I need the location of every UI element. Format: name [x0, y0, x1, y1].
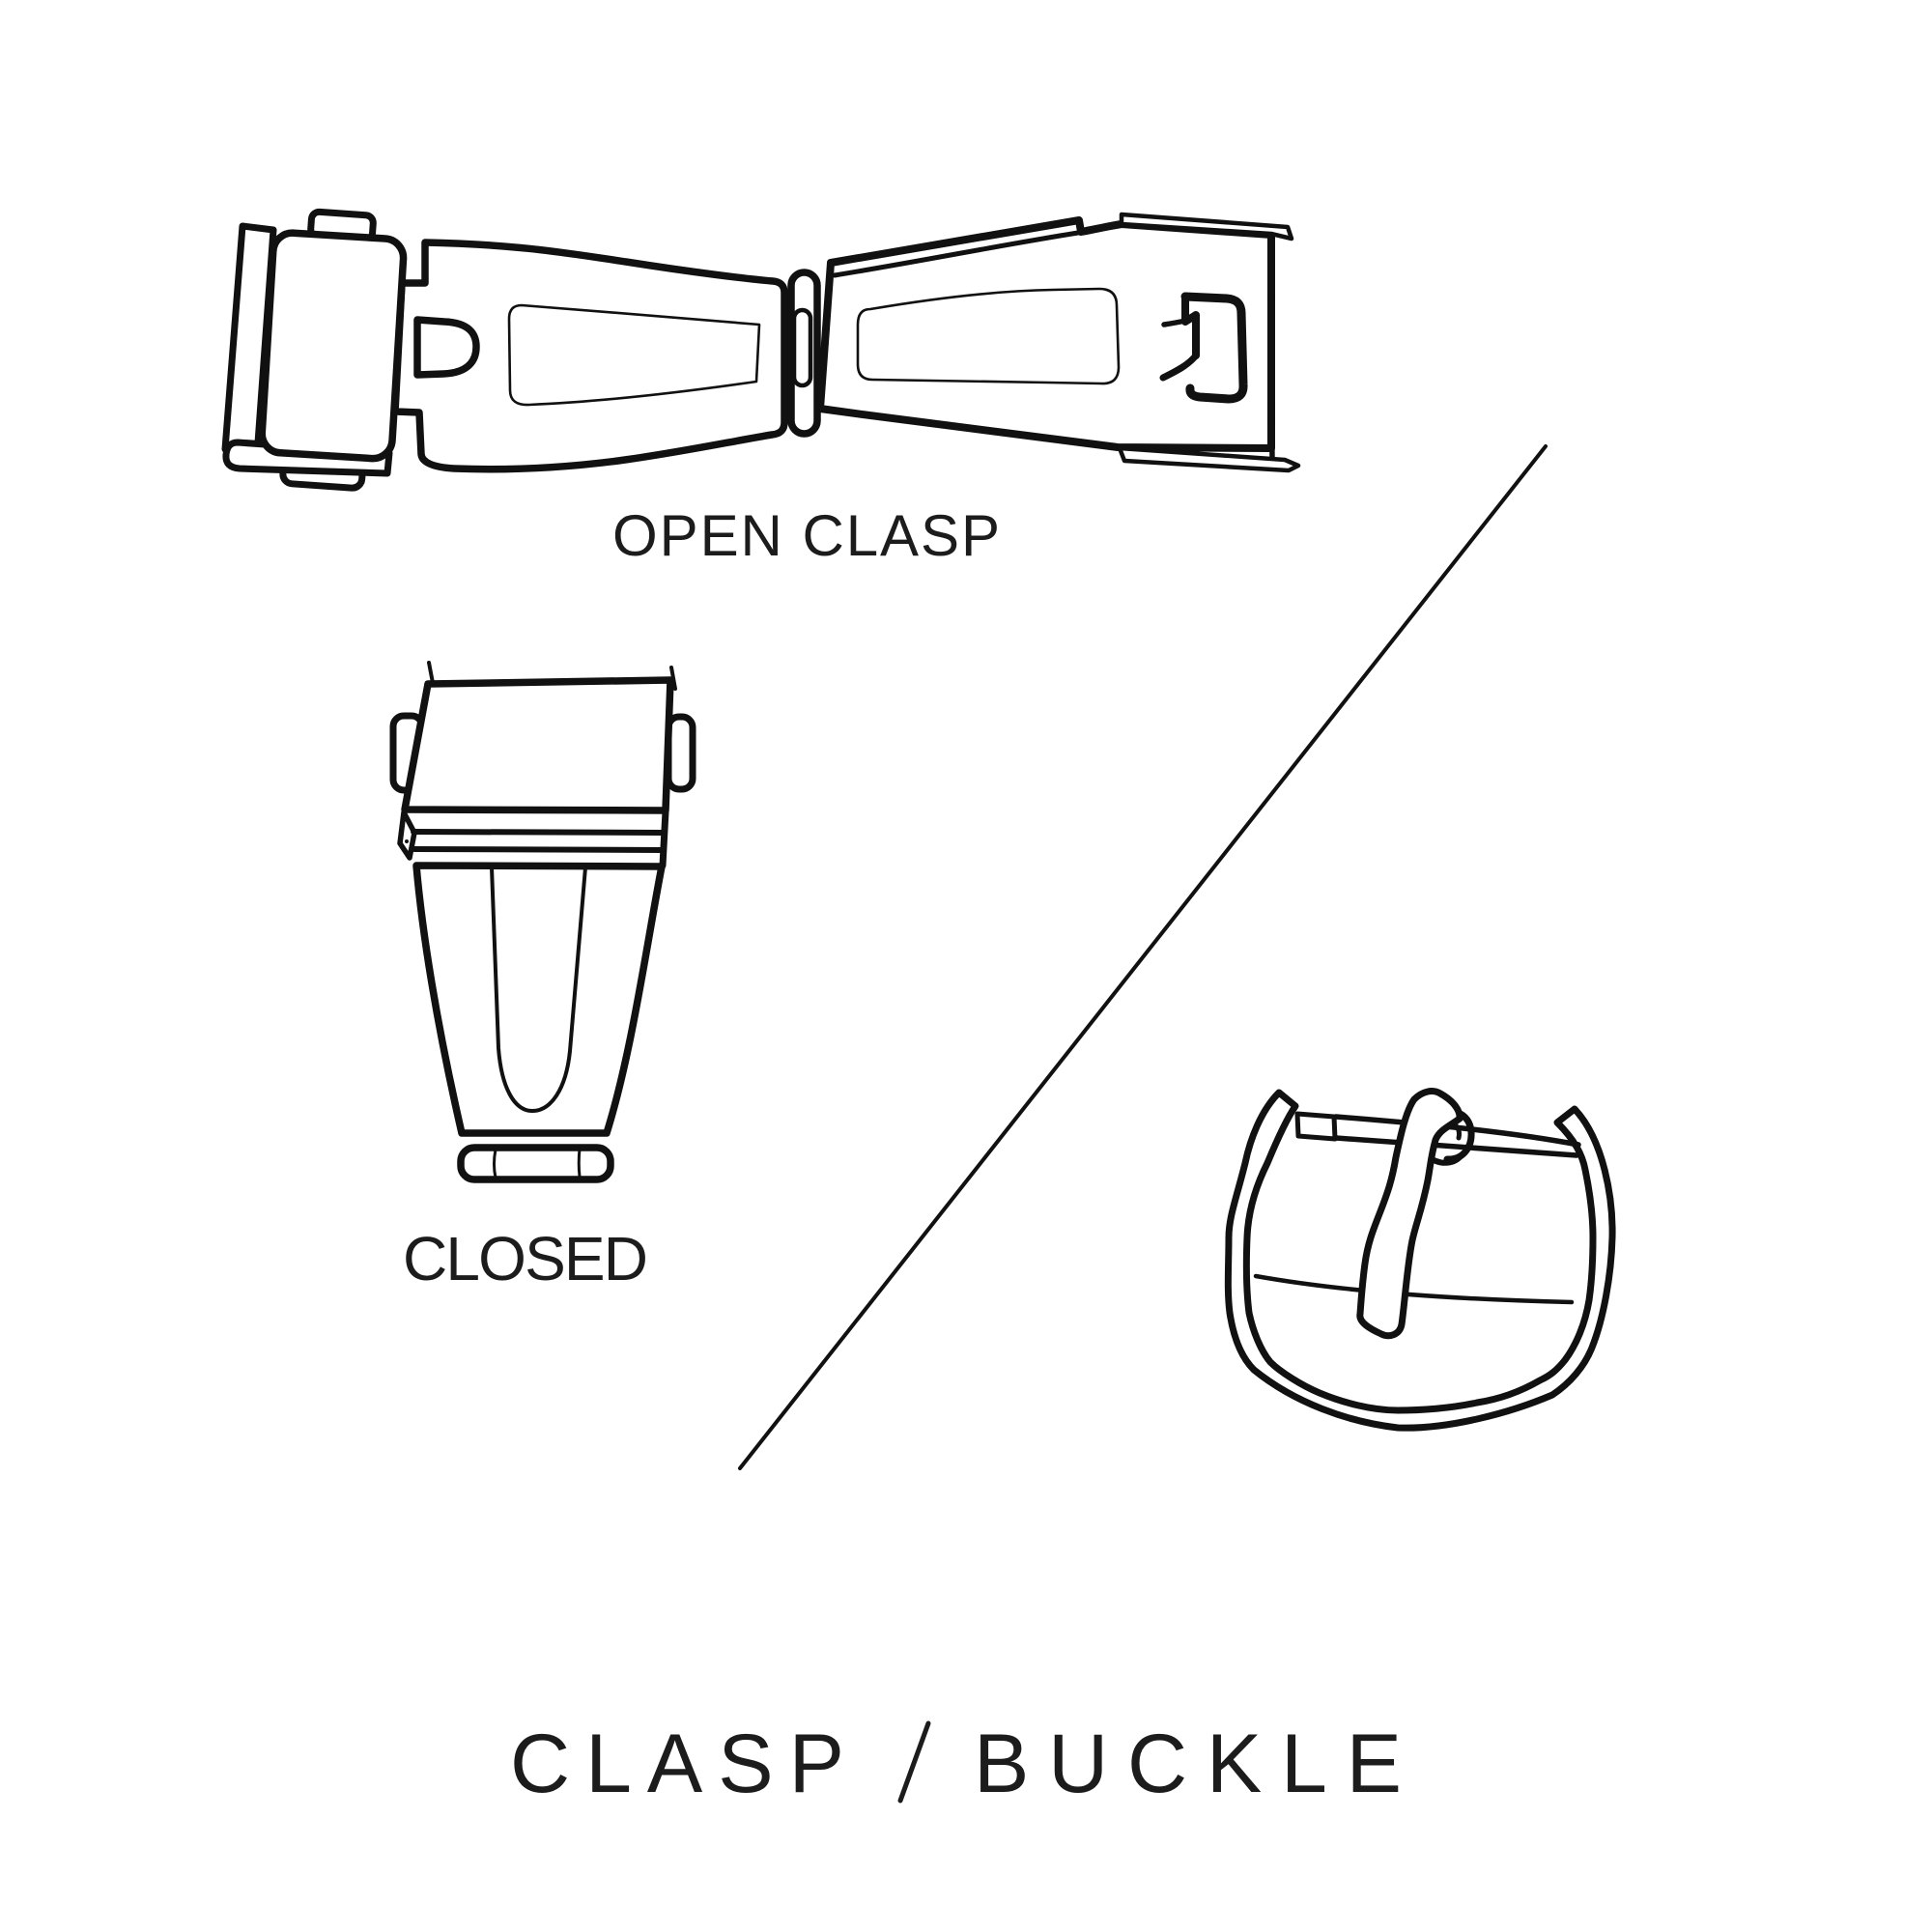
svg-text:OPEN CLASP: OPEN CLASP [612, 503, 1000, 568]
svg-text:CLASP: CLASP [510, 1718, 844, 1810]
svg-text:CLOSED: CLOSED [403, 1224, 648, 1293]
